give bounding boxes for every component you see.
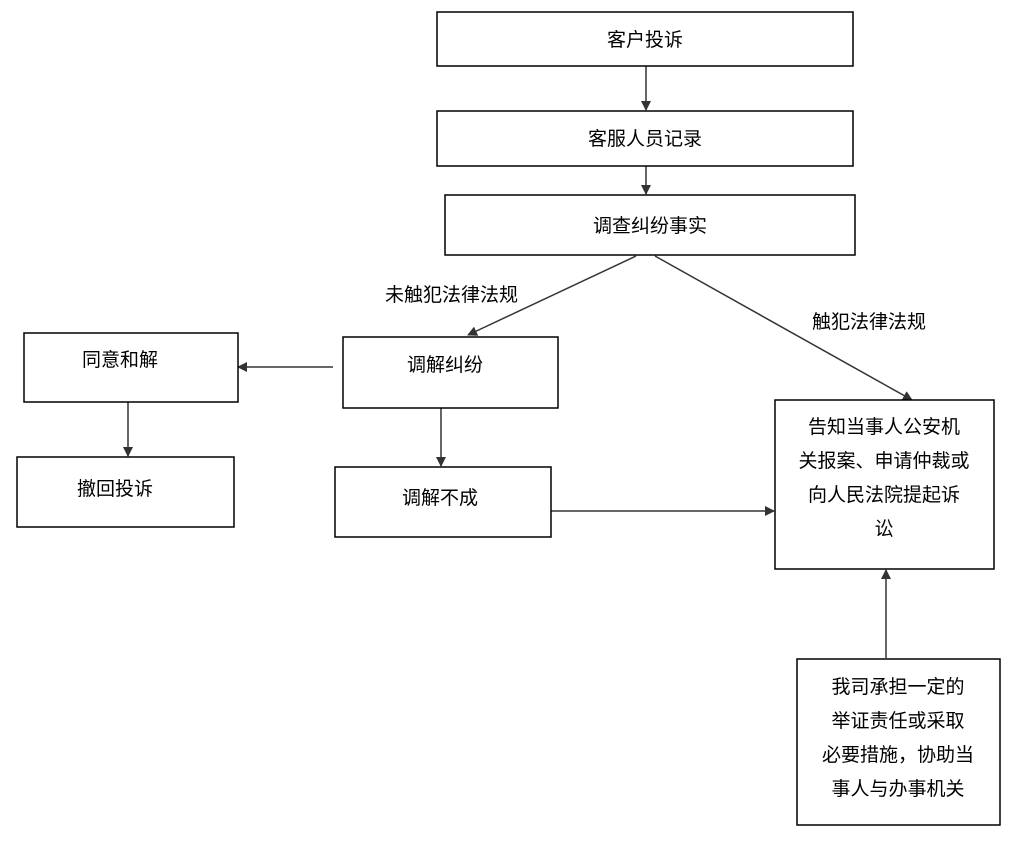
node-withdraw: 撤回投诉 — [16, 456, 235, 528]
edges — [123, 66, 913, 658]
node-text-line: 客服人员记录 — [588, 128, 702, 150]
node-agree-box — [23, 332, 239, 403]
node-text-line: 我司承担一定的 — [831, 676, 964, 698]
node-evidence-text: 我司承担一定的举证责任或采取必要措施，协助当事人与办事机关 — [822, 676, 974, 800]
node-text-line: 同意和解 — [82, 349, 158, 371]
edge-label-violating: 触犯法律法规 — [812, 311, 926, 333]
node-evidence-box — [796, 658, 1001, 826]
node-text-line: 调解纠纷 — [407, 354, 483, 376]
node-evidence: 我司承担一定的举证责任或采取必要措施，协助当事人与办事机关 — [796, 658, 1001, 826]
node-text-line: 向人民法院提起诉 — [808, 484, 960, 506]
node-fail: 调解不成 — [334, 466, 552, 538]
node-text-line: 必要措施，协助当 — [822, 744, 974, 766]
node-withdraw-text: 撤回投诉 — [77, 478, 153, 500]
node-mediate-box — [342, 336, 559, 409]
node-text-line: 举证责任或采取 — [831, 710, 964, 732]
node-text-line: 调解不成 — [402, 487, 478, 509]
node-agree-text: 同意和解 — [82, 349, 158, 371]
node-mediate-text: 调解纠纷 — [407, 354, 483, 376]
node-text-line: 客户投诉 — [607, 29, 683, 51]
node-text-line: 关报案、申请仲裁或 — [798, 450, 969, 472]
edge-investigate-to-mediate — [467, 255, 637, 336]
node-complaint-text: 客户投诉 — [607, 29, 683, 51]
node-investigate-text: 调查纠纷事实 — [593, 215, 707, 237]
node-investigate: 调查纠纷事实 — [444, 194, 856, 256]
edge-investigate-to-inform — [654, 255, 913, 401]
node-text-line: 告知当事人公安机 — [808, 416, 960, 438]
node-text-line: 事人与办事机关 — [831, 778, 964, 800]
node-inform-text: 告知当事人公安机关报案、申请仲裁或向人民法院提起诉讼 — [798, 416, 969, 540]
node-mediate: 调解纠纷 — [342, 336, 559, 409]
node-fail-box — [334, 466, 552, 538]
node-text-line: 撤回投诉 — [77, 478, 153, 500]
node-agree: 同意和解 — [23, 332, 239, 403]
node-fail-text: 调解不成 — [402, 487, 478, 509]
node-complaint-box — [436, 11, 854, 67]
node-text-line: 讼 — [874, 518, 893, 540]
node-withdraw-box — [16, 456, 235, 528]
node-text-line: 调查纠纷事实 — [593, 215, 707, 237]
edge-label-not-violating: 未触犯法律法规 — [385, 284, 518, 306]
node-record: 客服人员记录 — [436, 110, 854, 167]
node-inform: 告知当事人公安机关报案、申请仲裁或向人民法院提起诉讼 — [774, 399, 995, 570]
node-record-box — [436, 110, 854, 167]
node-inform-box — [774, 399, 995, 570]
node-record-text: 客服人员记录 — [588, 128, 702, 150]
node-complaint: 客户投诉 — [436, 11, 854, 67]
node-investigate-box — [444, 194, 856, 256]
